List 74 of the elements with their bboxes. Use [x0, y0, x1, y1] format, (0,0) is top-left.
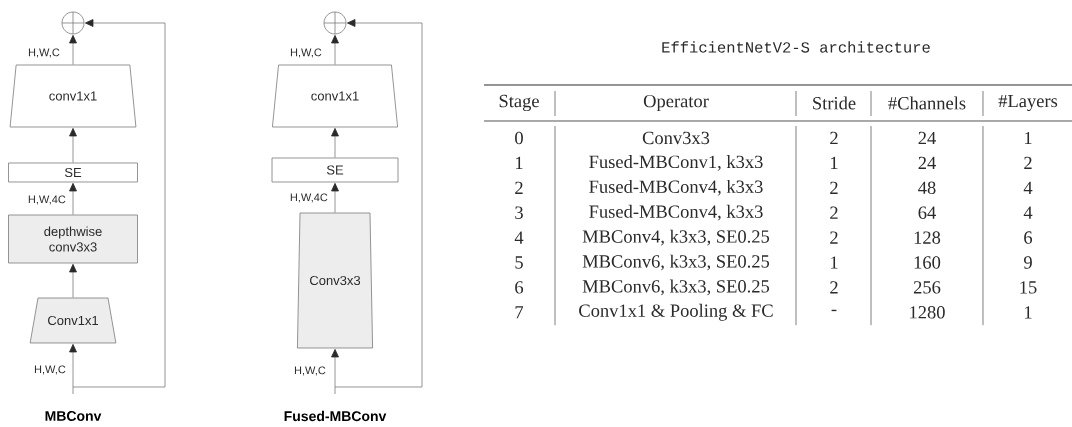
column-header: Stride	[813, 96, 856, 110]
column-header: #Channels	[888, 96, 966, 110]
table-text: 2	[515, 181, 523, 194]
table-text: 5	[515, 256, 523, 269]
table-text: 1	[1025, 306, 1032, 319]
table-text: 256	[913, 281, 941, 294]
table-text: 3	[515, 206, 523, 219]
skip-connection-arrow	[334, 19, 423, 388]
layer-box: SE	[271, 157, 399, 183]
skip-connection-arrow	[72, 19, 166, 388]
table-text: 4	[1023, 206, 1033, 219]
arrow	[331, 127, 339, 158]
table-text: Fused-MBConv4, k3x3	[589, 179, 763, 196]
layer-box: SE	[8, 162, 138, 183]
edge-label: H,W,C	[290, 48, 322, 58]
table-text: 128	[914, 231, 941, 244]
layer-trapezoid: Conv1x1	[29, 297, 117, 344]
table-text: 6	[1024, 231, 1033, 244]
table-text: 1	[516, 156, 523, 169]
table-text: 1280	[910, 306, 945, 319]
arrow	[69, 344, 77, 395]
edge-label: H,W,4C	[290, 193, 328, 203]
table-text: 7	[515, 306, 524, 319]
layer-trapezoid: conv1x1	[272, 64, 398, 128]
table-text: Fused-MBConv1, k3x3	[589, 155, 763, 171]
arrow	[331, 34, 339, 65]
table-text: 9	[1023, 256, 1032, 269]
column-header: #Layers	[998, 94, 1058, 112]
layer-trapezoid: Conv3x3	[297, 212, 373, 349]
table-text: 2	[830, 281, 838, 294]
table-text: 2	[830, 131, 838, 145]
column-header: Stage	[499, 94, 539, 112]
table-text: 1	[1025, 131, 1032, 145]
table-text: 24	[918, 131, 936, 145]
table-title: EfficientNetV2-S architecture	[662, 41, 930, 53]
table-text: 1	[831, 156, 838, 169]
table-text: 64	[918, 206, 936, 219]
arrow	[69, 182, 77, 215]
table-text: MBConv4, k3x3, SE0.25	[582, 229, 770, 246]
diagram-caption: MBConv	[45, 411, 102, 421]
arrow	[69, 263, 77, 298]
table-text: 15	[1020, 281, 1037, 294]
edge-label: H,W,C	[34, 365, 66, 375]
edge-label: H,W,C	[28, 48, 60, 58]
adder-circle	[323, 11, 347, 35]
table-text: 0	[515, 131, 523, 145]
layer-box: depthwise conv3x3	[8, 214, 138, 264]
table-text: 2	[830, 206, 838, 219]
table-text: Fused-MBConv4, k3x3	[589, 204, 763, 221]
table-text: 2	[1024, 156, 1032, 169]
table-text: Conv1x1 & Pooling & FC	[579, 303, 773, 321]
arrow	[331, 349, 339, 395]
arrow	[69, 127, 77, 163]
table-text: 4	[1023, 181, 1033, 194]
layer-trapezoid: conv1x1	[9, 64, 137, 128]
table-text: MBConv6, k3x3, SE0.25	[582, 254, 770, 271]
edge-label: H,W,4C	[28, 195, 66, 205]
table-text: 4	[514, 231, 524, 244]
table-text: MBConv6, k3x3, SE0.25	[582, 279, 770, 296]
table-text: Conv3x3	[642, 131, 710, 145]
column-header: Operator	[643, 94, 709, 112]
table-text: -	[831, 309, 837, 312]
table-text: 6	[515, 281, 524, 294]
diagram-caption: Fused-MBConv	[284, 410, 387, 422]
table-text: 160	[914, 256, 941, 269]
table-text: 1	[831, 256, 838, 269]
table-text: 48	[918, 181, 936, 195]
table-text: 2	[830, 181, 838, 194]
table-text: 2	[830, 231, 838, 244]
table-text: 24	[918, 156, 936, 169]
arrow	[331, 182, 339, 213]
edge-label: H,W,C	[294, 366, 326, 376]
arrow	[69, 34, 77, 65]
adder-circle	[61, 11, 85, 35]
